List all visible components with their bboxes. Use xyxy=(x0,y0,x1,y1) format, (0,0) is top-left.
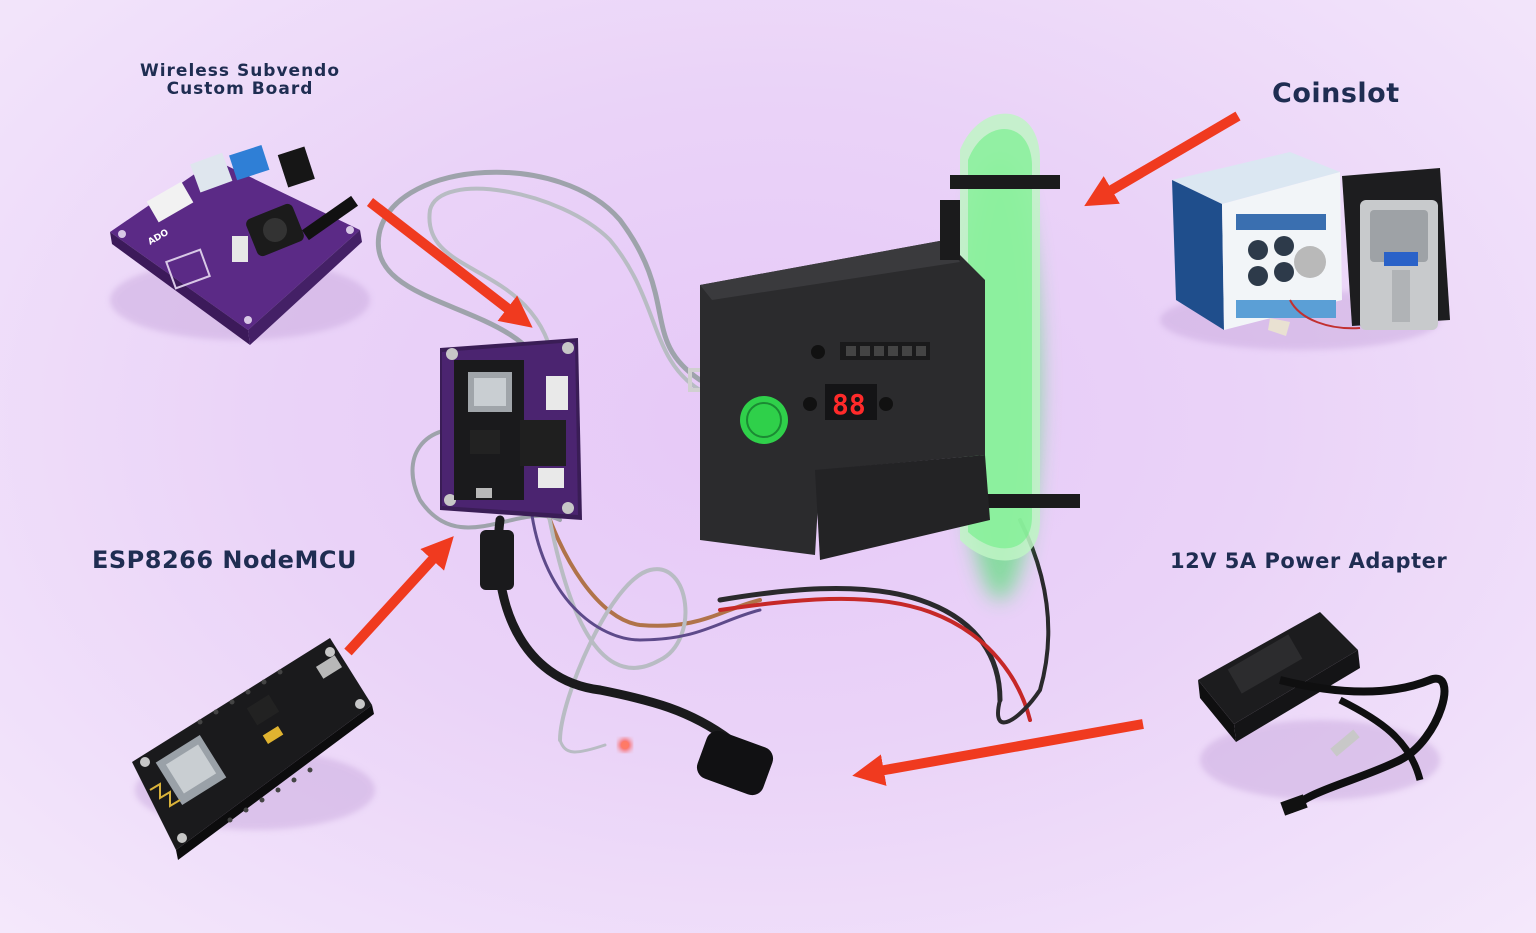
svg-text:88: 88 xyxy=(832,388,866,421)
wiring xyxy=(375,169,1051,754)
arrow-to-coinslot xyxy=(1084,111,1241,207)
assembled-controller-board xyxy=(440,338,582,520)
dc-jack xyxy=(696,730,774,796)
nodemcu-product xyxy=(132,638,375,860)
custom-board-label-line2: Custom Board xyxy=(166,79,314,99)
arrow-from-nodemcu xyxy=(344,536,454,656)
nodemcu-label: ESP8266 NodeMCU xyxy=(92,546,357,574)
custom-board-product: ADO xyxy=(110,145,370,345)
dc-barrel-plug xyxy=(480,530,514,590)
arrows xyxy=(344,111,1241,786)
power-adapter-label: 12V 5A Power Adapter xyxy=(1170,549,1448,573)
arrow-to-power-jack xyxy=(852,719,1144,786)
custom-board-label-line1: Wireless Subvendo xyxy=(139,61,341,81)
coin-acceptor-assembly: 88 xyxy=(688,113,1080,600)
power-adapter-product xyxy=(1198,612,1449,816)
coinslot-product xyxy=(1160,152,1450,350)
digit-display xyxy=(825,384,877,420)
arrow-to-shield xyxy=(366,198,533,328)
custom-board-label: Wireless Subvendo Custom Board xyxy=(125,62,355,98)
coinslot-label: Coinslot xyxy=(1272,78,1400,109)
